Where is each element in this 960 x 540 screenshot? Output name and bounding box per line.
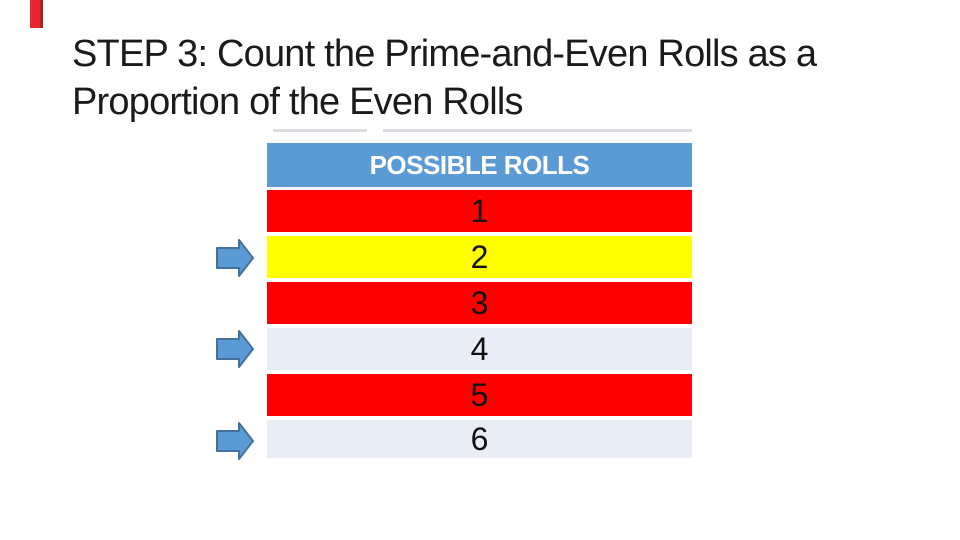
table-row-roll-3: 3 xyxy=(267,282,692,324)
roll-value: 1 xyxy=(470,192,489,229)
block-arrow-right-icon xyxy=(216,330,254,368)
slide-title-line-2: Proportion of the Even Rolls xyxy=(72,81,524,123)
block-arrow-right-icon xyxy=(216,239,254,277)
roll-value: 3 xyxy=(470,284,489,321)
roll-value: 5 xyxy=(470,376,489,413)
table-row-roll-4: 4 xyxy=(267,328,692,370)
possible-rolls-table-body: 1 2 3 4 5 6 xyxy=(267,190,692,458)
table-row-roll-5: 5 xyxy=(267,374,692,416)
possible-rolls-table: POSSIBLE ROLLS 1 2 3 4 5 6 xyxy=(267,143,692,458)
table-row-roll-2: 2 xyxy=(267,236,692,278)
table-header-label: POSSIBLE ROLLS xyxy=(369,149,590,180)
table-row-roll-6: 6 xyxy=(267,420,692,458)
roll-value: 4 xyxy=(470,330,489,367)
artifact-line-right xyxy=(383,129,692,132)
artifact-line-left xyxy=(273,129,367,132)
table-header: POSSIBLE ROLLS xyxy=(267,143,692,187)
slide-title-line-1: STEP 3: Count the Prime-and-Even Rolls a… xyxy=(72,33,817,75)
roll-value: 2 xyxy=(470,238,489,275)
slide-title: STEP 3: Count the Prime-and-Even Rolls a… xyxy=(72,30,817,126)
block-arrow-right-icon xyxy=(216,422,254,460)
roll-value: 6 xyxy=(470,420,489,457)
corner-accent-bar xyxy=(30,0,43,28)
table-row-roll-1: 1 xyxy=(267,190,692,232)
